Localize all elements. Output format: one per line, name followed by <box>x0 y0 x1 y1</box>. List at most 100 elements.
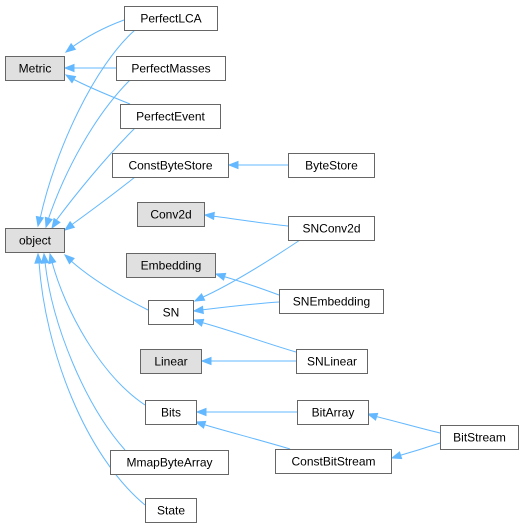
node-metric: Metric <box>5 56 65 81</box>
node-box <box>112 153 229 178</box>
node-perfect-masses[interactable]: PerfectMasses <box>116 56 226 81</box>
node-box <box>440 425 519 450</box>
node-box <box>126 253 216 278</box>
arrowhead <box>214 272 227 281</box>
arrowhead <box>390 451 403 460</box>
node-bit-array[interactable]: BitArray <box>297 400 369 425</box>
edges-layer <box>34 19 441 506</box>
node-box <box>110 450 229 475</box>
edge-byte-store-to-const-byte-store <box>227 160 288 170</box>
node-label: Embedding <box>141 259 202 273</box>
node-label: ConstBitStream <box>291 455 375 469</box>
edge-sn-conv2d-to-sn <box>193 239 301 302</box>
edge-perfect-masses-to-metric <box>63 63 116 73</box>
node-box <box>288 153 375 178</box>
edge-sn-embedding-to-sn <box>192 301 280 315</box>
node-perfect-event[interactable]: PerfectEvent <box>120 104 221 129</box>
node-bits[interactable]: Bits <box>145 400 197 425</box>
arrowhead <box>34 252 43 264</box>
node-box <box>5 56 65 81</box>
arrowhead <box>227 160 239 170</box>
node-box <box>120 104 221 129</box>
node-embedding: Embedding <box>126 253 216 278</box>
edge-state-to-object <box>34 252 146 506</box>
node-box <box>288 216 375 241</box>
edge-perfect-event-to-object <box>51 127 136 230</box>
node-const-byte-store[interactable]: ConstByteStore <box>112 153 229 178</box>
arrowhead <box>366 412 379 421</box>
node-const-bit-stream[interactable]: ConstBitStream <box>275 449 392 474</box>
node-state[interactable]: State <box>145 498 197 523</box>
arrowhead <box>44 216 53 229</box>
node-perfect-lca[interactable]: PerfectLCA <box>124 6 218 31</box>
nodes-layer: Metric object PerfectLCA PerfectMassesPerfe… <box>5 6 519 523</box>
arrowhead <box>63 254 75 265</box>
node-sn[interactable]: SN <box>148 300 194 325</box>
arrowhead <box>35 215 45 228</box>
edge-bit-array-to-bits <box>195 407 297 417</box>
node-sn-linear[interactable]: SNLinear <box>296 349 368 374</box>
edge-bit-stream-to-bit-array <box>366 412 441 434</box>
arrowhead <box>203 211 215 221</box>
arrowhead <box>64 74 77 84</box>
node-box <box>279 289 384 314</box>
arrowhead <box>64 42 77 53</box>
arrowhead <box>192 305 204 315</box>
node-label: Conv2d <box>150 208 191 222</box>
edge-sn-linear-to-linear <box>200 356 296 366</box>
node-box <box>296 349 368 374</box>
edge-bits-to-object <box>48 252 146 406</box>
node-label: SNConv2d <box>302 222 360 236</box>
edge-sn-embedding-to-embedding <box>214 272 280 296</box>
node-label: State <box>157 504 185 518</box>
node-box <box>275 449 392 474</box>
node-sn-conv2d[interactable]: SNConv2d <box>288 216 375 241</box>
node-label: SNEmbedding <box>293 295 370 309</box>
arrowhead <box>63 63 75 73</box>
node-box <box>116 56 226 81</box>
node-label: Metric <box>19 62 52 76</box>
arrowhead <box>48 252 57 265</box>
arrowhead <box>195 407 207 417</box>
node-box <box>148 300 194 325</box>
node-box <box>137 202 205 227</box>
node-label: ConstByteStore <box>128 159 212 173</box>
node-label: object <box>19 234 52 248</box>
node-sn-embedding[interactable]: SNEmbedding <box>279 289 384 314</box>
edge-sn-to-object <box>63 254 149 311</box>
edge-perfect-lca-to-object <box>35 29 136 228</box>
node-conv2d: Conv2d <box>137 202 205 227</box>
node-byte-store[interactable]: ByteStore <box>288 153 375 178</box>
node-box <box>145 498 197 523</box>
node-label: MmapByteArray <box>126 456 212 470</box>
arrowhead <box>200 356 212 366</box>
edge-perfect-lca-to-metric <box>64 19 125 53</box>
edge-sn-conv2d-to-conv2d <box>203 211 289 227</box>
edge-sn-linear-to-sn <box>192 318 297 353</box>
edge-mmap-byte-array-to-object <box>40 252 126 451</box>
edge-bit-stream-to-const-bit-stream <box>390 442 441 460</box>
node-mmap-byte-array[interactable]: MmapByteArray <box>110 450 229 475</box>
node-bit-stream[interactable]: BitStream <box>440 425 519 450</box>
node-box <box>124 6 218 31</box>
edge-perfect-masses-to-object <box>44 79 131 229</box>
node-box <box>297 400 369 425</box>
arrowhead <box>40 252 50 264</box>
node-box <box>140 349 202 374</box>
arrowhead <box>51 217 61 230</box>
arrowhead <box>192 318 205 327</box>
arrowhead <box>63 220 76 231</box>
node-label: BitStream <box>453 431 506 445</box>
node-object: object <box>5 228 65 253</box>
node-label: PerfectLCA <box>140 12 201 26</box>
node-linear: Linear <box>140 349 202 374</box>
node-label: BitArray <box>312 406 355 420</box>
edge-perfect-event-to-metric <box>64 74 131 105</box>
node-box <box>5 228 65 253</box>
node-label: SN <box>163 306 180 320</box>
edge-const-bit-stream-to-bits <box>194 420 291 450</box>
node-label: PerfectEvent <box>136 110 205 124</box>
node-label: Bits <box>161 406 181 420</box>
arrowhead <box>193 293 206 302</box>
